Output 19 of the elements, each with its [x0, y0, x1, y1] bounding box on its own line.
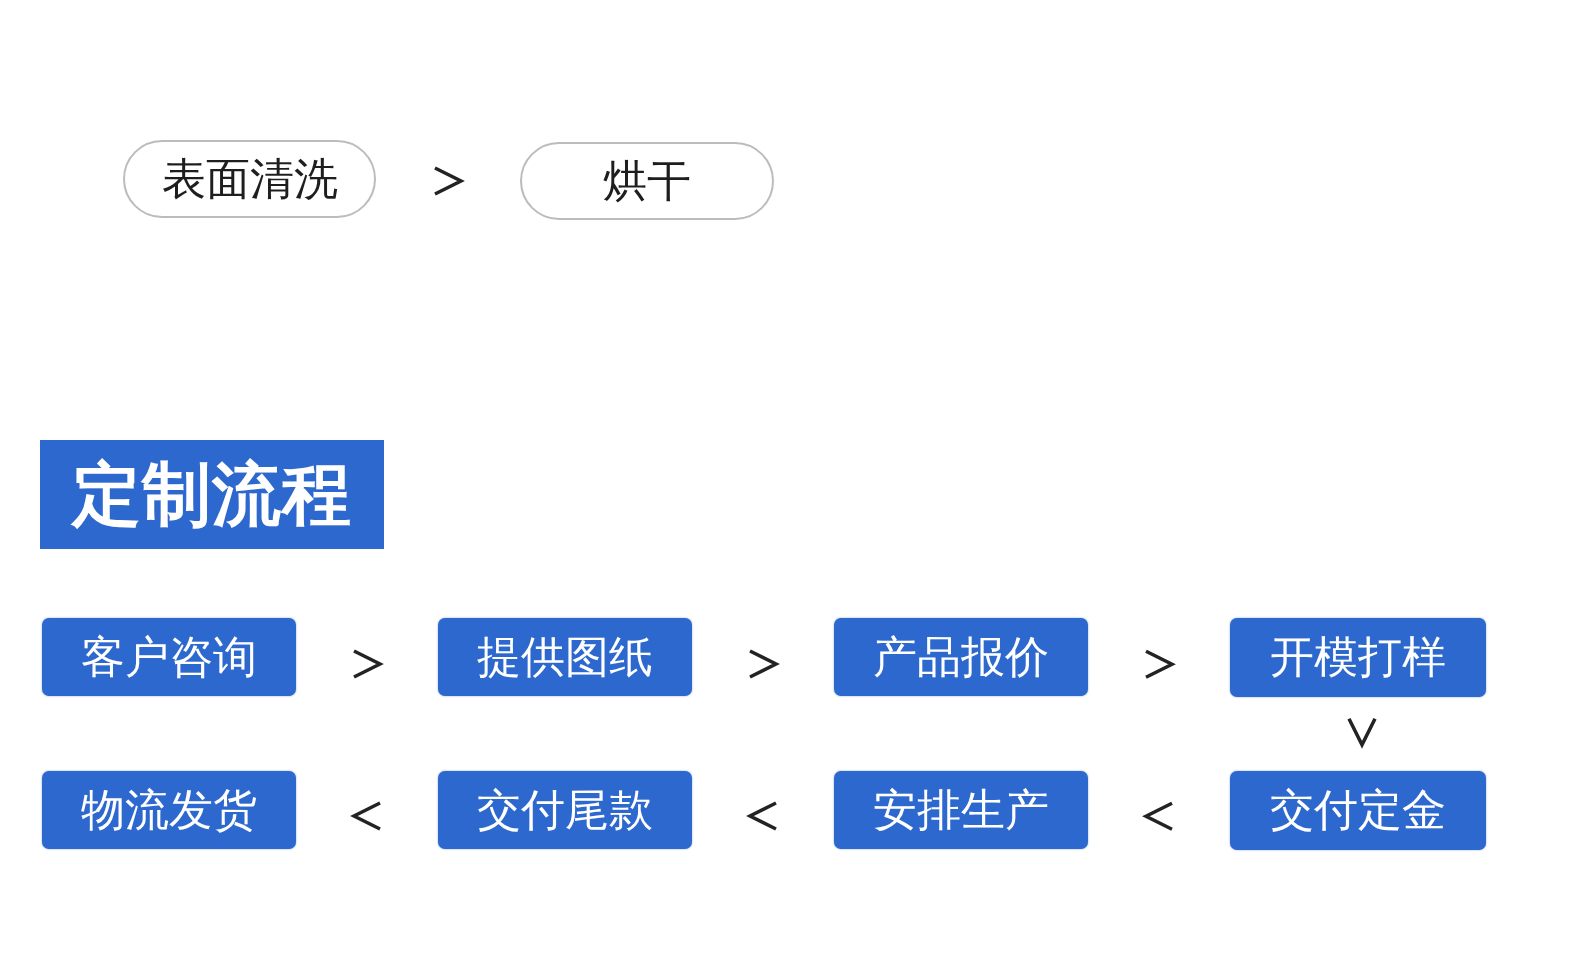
- chevron-arrow: [746, 801, 777, 831]
- process-box: 物流发货: [42, 771, 296, 849]
- section-heading: 定制流程: [40, 440, 384, 549]
- chevron-arrow: [749, 649, 780, 679]
- chevron-arrow: [1145, 649, 1176, 679]
- chevron-arrow: [350, 801, 381, 831]
- process-box: 交付尾款: [438, 771, 692, 849]
- chevron-arrow: [353, 649, 384, 679]
- chevron-arrow: [1347, 718, 1377, 749]
- process-pill: 烘干: [520, 142, 774, 220]
- process-box: 交付定金: [1230, 771, 1486, 850]
- process-box: 安排生产: [834, 771, 1088, 849]
- process-box: 提供图纸: [438, 618, 692, 696]
- process-pill: 表面清洗: [123, 140, 376, 218]
- chevron-arrow: [434, 166, 465, 196]
- process-box: 产品报价: [834, 618, 1088, 696]
- process-box: 客户咨询: [42, 618, 296, 696]
- process-box: 开模打样: [1230, 618, 1486, 697]
- chevron-arrow: [1142, 801, 1173, 831]
